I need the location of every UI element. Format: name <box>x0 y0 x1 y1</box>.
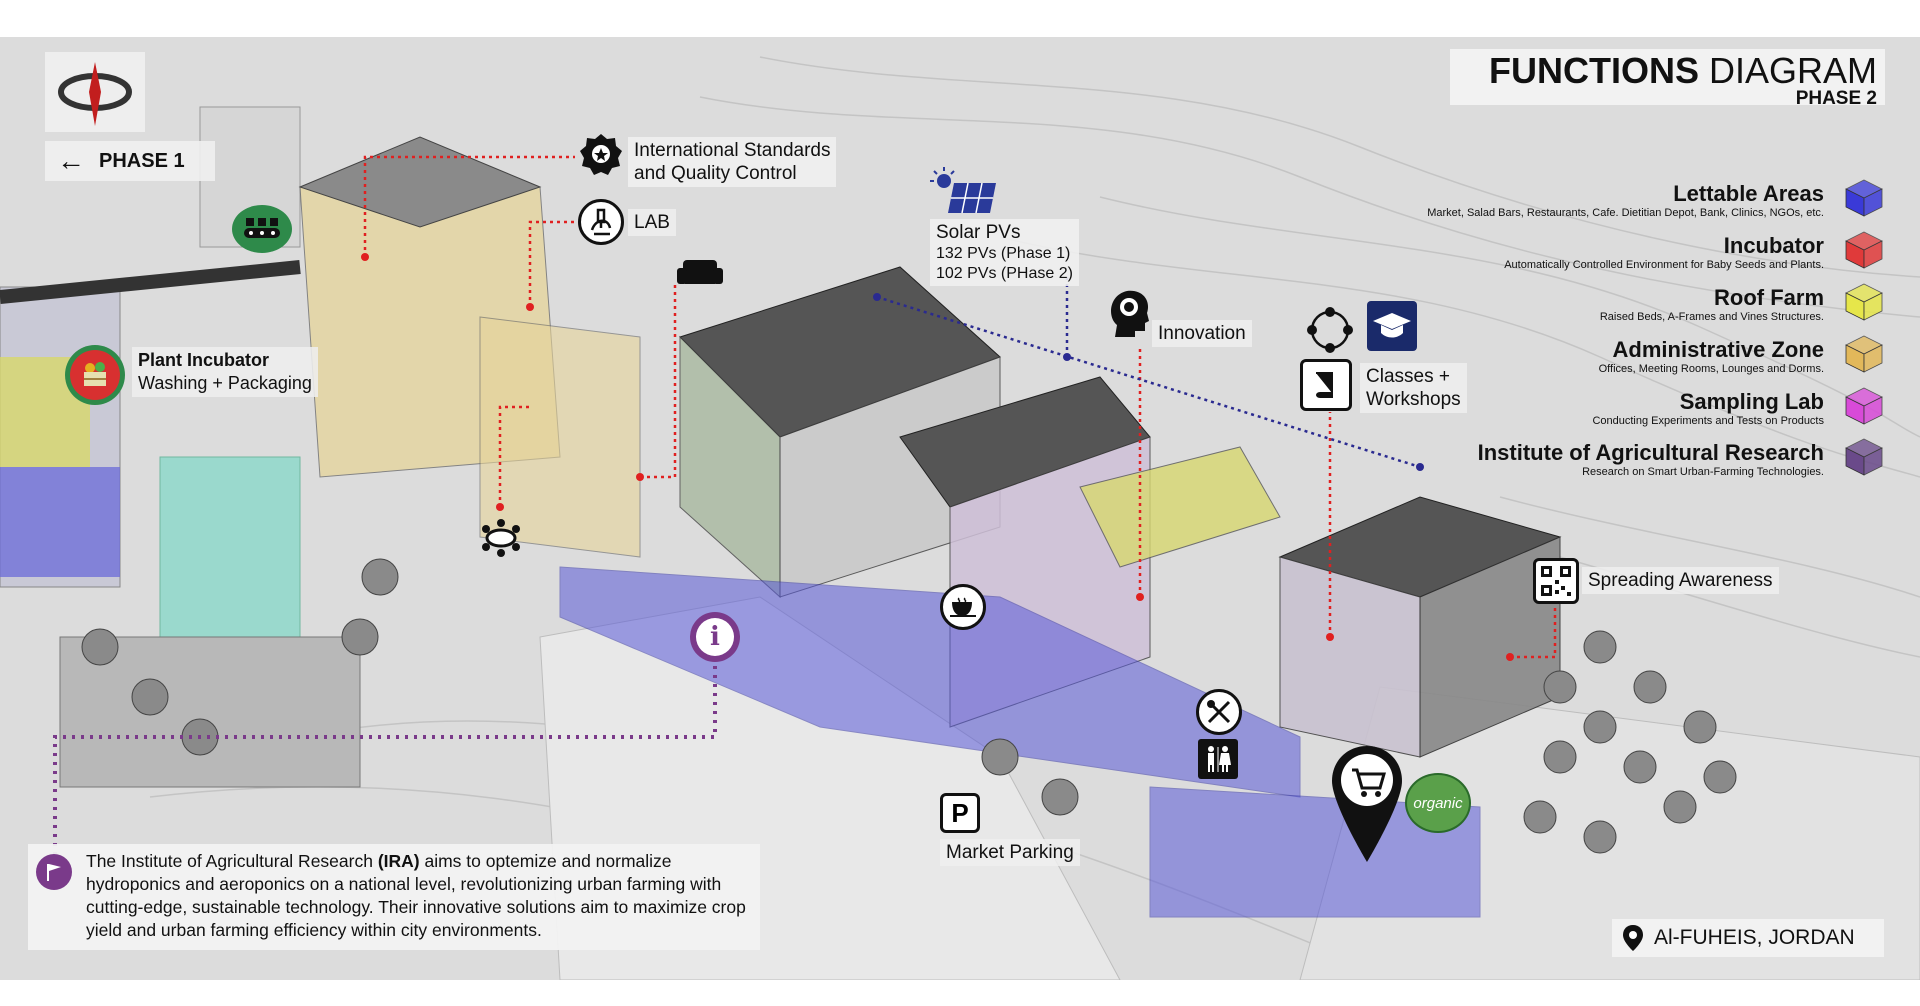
ira-description: The Institute of Agricultural Research (… <box>86 851 746 940</box>
conference-table-icon <box>478 515 524 561</box>
solar-panel-icon <box>930 167 1000 217</box>
legend-item-description: Raised Beds, A-Frames and Vines Structur… <box>1599 311 1824 323</box>
diagram-phase: PHASE 2 <box>1795 88 1877 109</box>
legend-item-title: Roof Farm <box>1714 285 1824 310</box>
info-icon[interactable]: i <box>690 612 740 662</box>
certificate-badge-icon <box>578 134 624 180</box>
legend-item-title: Sampling Lab <box>1679 389 1824 414</box>
classes-label: Classes +Workshops <box>1360 363 1467 413</box>
legend-color-cube <box>1845 231 1883 269</box>
shopping-cart-pin-icon <box>1330 744 1404 864</box>
legend-item-description: Market, Salad Bars, Restaurants, Cafe. D… <box>1427 207 1824 219</box>
legend-item-title: Institute of Agricultural Research <box>1477 440 1824 465</box>
arrow-left-icon: ← <box>57 145 85 176</box>
brain-head-icon <box>1105 287 1151 339</box>
compass-box <box>45 52 145 132</box>
site-illustration <box>0 56 1920 980</box>
location-pin-icon <box>1623 925 1643 951</box>
sofa-icon <box>675 252 725 292</box>
diagram-title: FUNCTIONS DIAGRAM <box>1488 50 1877 91</box>
legend-color-cube <box>1845 438 1883 476</box>
plant-incubator-label: Plant Incubator Washing + Packaging <box>132 347 318 397</box>
diagram-canvas: ← PHASE 1 FUNCTIONS DIAGRAM PHASE 2 Lett… <box>0 37 1920 980</box>
lab-label: LAB <box>628 209 676 236</box>
leader-lines <box>53 155 1557 857</box>
flag-icon <box>36 854 72 890</box>
legend-item-title: Administrative Zone <box>1612 337 1824 362</box>
microscope-icon <box>578 199 624 245</box>
coffee-cup-icon <box>940 584 986 630</box>
conveyor-icon <box>232 205 292 253</box>
phase1-buildings <box>0 106 361 788</box>
location-box: Al-FUHEIS, JORDAN <box>1612 919 1884 957</box>
solar-label: Solar PVs 132 PVs (Phase 1) 102 PVs (PHa… <box>930 219 1079 286</box>
legend-item-description: Conducting Experiments and Tests on Prod… <box>1592 415 1824 427</box>
phase1-label: PHASE 1 <box>99 149 185 172</box>
market-parking-label: Market Parking <box>940 839 1080 866</box>
legend-item-title: Incubator <box>1723 233 1824 258</box>
legend-color-cube <box>1845 387 1883 425</box>
phase1-nav-button[interactable]: ← PHASE 1 <box>45 141 215 181</box>
legend-item-description: Offices, Meeting Rooms, Lounges and Dorm… <box>1598 363 1824 375</box>
legend-item-title: Lettable Areas <box>1673 181 1824 206</box>
legend-color-cube <box>1845 283 1883 321</box>
organic-leaf-icon: organic <box>1405 773 1471 833</box>
legend-item-description: Research on Smart Urban-Farming Technolo… <box>1582 466 1824 478</box>
fork-knife-icon <box>1196 689 1242 735</box>
location-label: Al-FUHEIS, JORDAN <box>1654 926 1855 949</box>
legend-item-description: Automatically Controlled Environment for… <box>1504 259 1824 271</box>
ira-description-box: The Institute of Agricultural Research (… <box>28 844 760 950</box>
qr-code-icon <box>1533 558 1579 604</box>
spreading-label: Spreading Awareness <box>1582 567 1779 594</box>
phase2-building <box>298 136 1562 918</box>
restroom-icon <box>1198 739 1238 779</box>
graduation-cap-icon <box>1367 301 1417 351</box>
book-icon <box>1300 359 1352 411</box>
legend-color-cube <box>1845 179 1883 217</box>
innovation-label: Innovation <box>1152 320 1252 347</box>
compass-icon <box>58 62 132 126</box>
diagram-title-block: FUNCTIONS DIAGRAM PHASE 2 <box>1450 49 1885 109</box>
plant-basket-icon <box>65 345 125 405</box>
parking-icon: P <box>940 793 980 833</box>
network-icon <box>1300 305 1360 355</box>
trees <box>81 558 1737 854</box>
legend-color-cube <box>1845 335 1883 373</box>
